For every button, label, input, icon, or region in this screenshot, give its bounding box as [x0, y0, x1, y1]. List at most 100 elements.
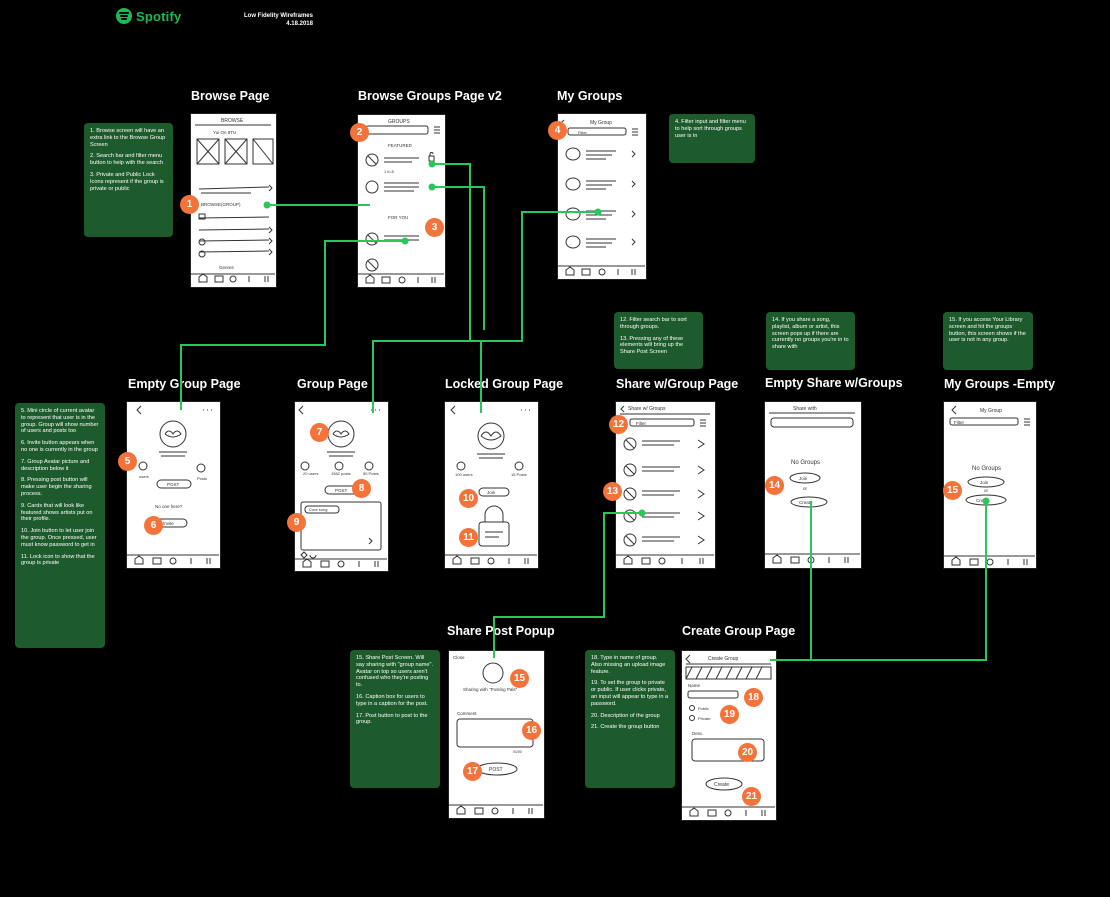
step-badge: 19: [720, 705, 739, 724]
step-badge: 11: [459, 528, 478, 547]
svg-text:15 Posts: 15 Posts: [511, 472, 527, 477]
svg-text:Yui On 9TU: Yui On 9TU: [213, 130, 236, 135]
brand-name: Spotify: [136, 8, 182, 24]
svg-text:My Group: My Group: [980, 408, 1002, 414]
connector-to-locked-group: [432, 163, 482, 413]
my-groups-empty-title: My Groups -Empty: [944, 377, 1056, 391]
browse-groups-title: Browse Groups Page v2: [358, 89, 502, 103]
svg-text:Join: Join: [799, 476, 808, 481]
connector-to-empty-group: [180, 240, 405, 410]
step-badge: 20: [738, 743, 757, 762]
svg-text:No Groups: No Groups: [972, 466, 1001, 472]
share-group-wireframe: Share w/ Groups Filter: [615, 401, 716, 569]
create-group-title: Create Group Page: [682, 624, 796, 638]
step-badge: 5: [118, 452, 137, 471]
svg-text:POST: POST: [167, 482, 180, 487]
browse-group-link-text: BROWSE(GROUP): [201, 202, 241, 207]
svg-text:or: or: [803, 486, 808, 491]
note-group-pages: 5. Mini circle of current avatar to repr…: [15, 403, 105, 648]
document-date: 4.18.2018: [286, 21, 313, 27]
svg-text:Public: Public: [698, 706, 709, 711]
step-badge: 15: [943, 481, 962, 500]
browse-groups-wireframe: GROUPS FEATURED 1 in 8 FOR YOU: [357, 114, 446, 288]
step-badge: 4: [548, 121, 567, 140]
svg-text:POST: POST: [335, 488, 348, 493]
step-badge: 14: [765, 476, 784, 495]
svg-text:Genres: Genres: [219, 265, 235, 270]
group-page-title: Group Page: [297, 377, 368, 391]
spotify-logo: Spotify: [116, 8, 181, 24]
note-my-groups: 4. Filter input and filter menu to help …: [669, 114, 755, 163]
svg-text:FEATURED: FEATURED: [388, 143, 413, 148]
step-badge: 13: [603, 482, 622, 501]
step-badge: 15: [510, 669, 529, 688]
svg-text:No one here?: No one here?: [155, 504, 183, 509]
svg-text:Comment: Comment: [457, 711, 477, 716]
connector-to-locked-group-b: [432, 186, 485, 330]
svg-text:0/200: 0/200: [513, 750, 522, 754]
svg-text:Close: Close: [453, 655, 465, 660]
svg-text:100 users: 100 users: [455, 472, 473, 477]
svg-text:Filter: Filter: [954, 420, 965, 425]
note-browse: 1. Browse screen will have an extra link…: [84, 123, 173, 237]
note-share: 12. Filter search bar to sort through gr…: [614, 312, 703, 369]
step-badge: 21: [742, 787, 761, 806]
svg-text:50 Posts: 50 Posts: [363, 471, 379, 476]
step-badge: 2: [350, 123, 369, 142]
svg-text:Private: Private: [698, 716, 711, 721]
step-badge: 12: [609, 415, 628, 434]
spotify-icon: [116, 8, 132, 24]
note-share-post: 15. Share Post Screen. Will say sharing …: [350, 650, 440, 788]
share-post-title: Share Post Popup: [447, 624, 555, 638]
locked-group-title: Locked Group Page: [445, 377, 564, 391]
step-badge: 18: [744, 688, 763, 707]
svg-text:Create: Create: [799, 500, 813, 505]
my-groups-title: My Groups: [557, 89, 623, 103]
svg-text:20 users: 20 users: [303, 471, 318, 476]
svg-text:POST: POST: [489, 767, 503, 773]
svg-text:Filter: Filter: [578, 130, 588, 135]
step-badge: 6: [144, 516, 163, 535]
svg-text:Name: Name: [688, 683, 701, 688]
svg-text:Join: Join: [487, 490, 496, 495]
svg-text:My Group: My Group: [590, 120, 612, 126]
step-badge: 3: [425, 218, 444, 237]
note-create-group: 18. Type in name of group. Also missing …: [585, 650, 675, 788]
step-badge: 7: [310, 423, 329, 442]
note-empty-share: 14. If you share a song, playlist, album…: [766, 312, 855, 370]
step-badge: 10: [459, 489, 478, 508]
svg-text:Posts: Posts: [197, 476, 207, 481]
svg-text:Share with: Share with: [793, 406, 817, 412]
empty-share-title: Empty Share w/Groups: [765, 376, 903, 390]
step-badge: 16: [522, 721, 541, 740]
svg-text:1982 posts: 1982 posts: [331, 471, 351, 476]
svg-text:Create: Create: [714, 782, 729, 788]
share-group-title: Share w/Group Page: [616, 377, 739, 391]
connector-empty-mygroups-to-create: [811, 501, 987, 661]
svg-text:1 in 8: 1 in 8: [384, 169, 395, 174]
connector-share-to-popup: [493, 512, 642, 658]
document-header: Low Fidelity Wireframes 4.18.2018: [244, 12, 313, 28]
connector-my-groups-to-group: [372, 211, 598, 413]
svg-text:users: users: [139, 474, 149, 479]
svg-text:Desc.: Desc.: [692, 731, 704, 736]
svg-text:Cure song: Cure song: [309, 507, 327, 512]
svg-text:Invite: Invite: [163, 521, 174, 526]
connector-empty-share-to-create: [770, 501, 812, 661]
svg-text:No Groups: No Groups: [791, 460, 820, 466]
browse-sketch-title: BROWSE: [221, 118, 244, 124]
note-my-groups-empty: 15. If you access Your Library screen an…: [943, 312, 1033, 370]
svg-text:FOR YOU: FOR YOU: [388, 215, 408, 220]
step-badge: 1: [180, 195, 199, 214]
browse-page-title: Browse Page: [191, 89, 270, 103]
create-group-wireframe: Create Group Name Public Private Desc. C…: [681, 650, 777, 821]
svg-text:Create Group: Create Group: [708, 656, 739, 662]
svg-text:Filter: Filter: [636, 421, 647, 426]
empty-group-wireframe: users Posts POST No one here? Invite: [126, 401, 221, 569]
empty-group-title: Empty Group Page: [128, 377, 241, 391]
svg-text:or: or: [984, 488, 989, 493]
svg-text:Share w/ Groups: Share w/ Groups: [628, 406, 666, 412]
step-badge: 17: [463, 762, 482, 781]
step-badge: 9: [287, 513, 306, 532]
